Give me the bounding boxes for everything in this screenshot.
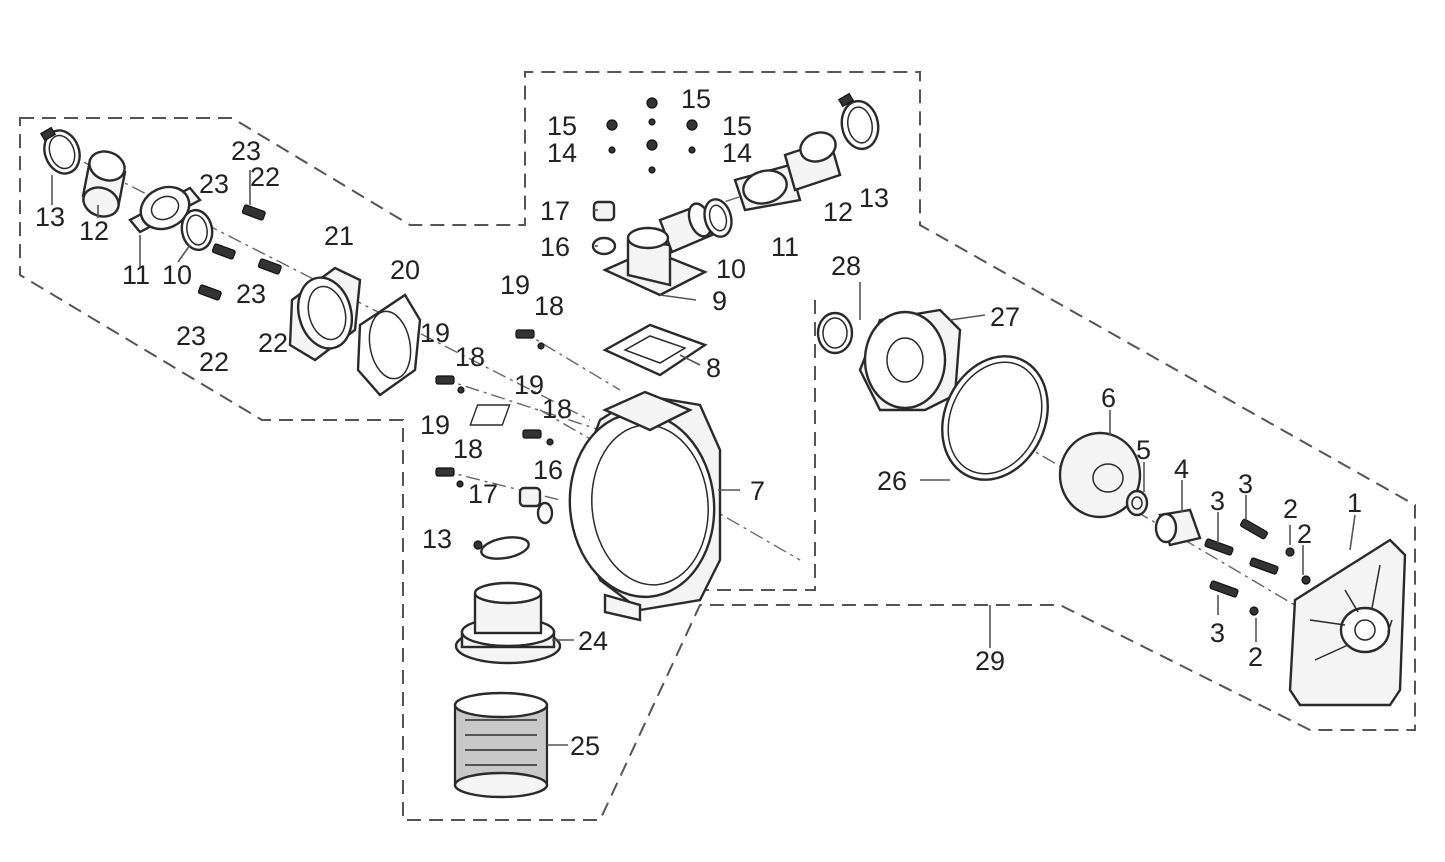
oring-left	[180, 208, 214, 252]
callout-23-a: 23	[231, 136, 261, 166]
callout-21: 21	[324, 221, 354, 251]
bolts-3-2	[1204, 518, 1311, 616]
callout-3-bottom: 3	[1210, 618, 1225, 648]
callout-18-b: 18	[455, 342, 485, 372]
callout-19-b: 19	[420, 318, 450, 348]
callout-13-right: 13	[859, 183, 889, 213]
callout-7: 7	[750, 476, 765, 506]
hose-clamp-13-bottom	[473, 536, 530, 560]
callout-20: 20	[390, 255, 420, 285]
callout-12-right: 12	[823, 197, 853, 227]
callout-15-top: 15	[681, 84, 711, 114]
plug-17-side	[518, 486, 554, 525]
seal-16-top	[591, 236, 617, 256]
callout-18-a: 18	[534, 291, 564, 321]
impeller-6	[1058, 431, 1142, 519]
oring-28	[816, 311, 854, 355]
callout-3-top: 3	[1238, 469, 1253, 499]
callout-22-c: 22	[258, 328, 288, 358]
callout-14-left: 14	[547, 138, 577, 168]
callout-19-c: 19	[514, 370, 544, 400]
callout-labels: 13 12 11 10 23 23 22 23 23 22 22 21 20 1…	[35, 84, 1362, 761]
callout-4: 4	[1174, 454, 1189, 484]
oring-26	[941, 355, 1049, 481]
callout-24: 24	[578, 626, 608, 656]
gasket-20	[356, 293, 422, 397]
callout-10-left: 10	[162, 260, 192, 290]
hose-clamp-left	[39, 126, 81, 175]
discharge-elbow-9	[602, 202, 714, 297]
callout-13-bottom: 13	[422, 524, 452, 554]
callout-5: 5	[1136, 435, 1151, 465]
seal-5	[1125, 489, 1149, 517]
callout-1: 1	[1347, 488, 1362, 518]
pipe-flange-21	[288, 266, 362, 362]
callout-9: 9	[712, 286, 727, 316]
callout-26: 26	[877, 466, 907, 496]
callout-3-mid: 3	[1210, 486, 1225, 516]
callout-2-mid: 2	[1297, 519, 1312, 549]
callout-6: 6	[1101, 383, 1116, 413]
callout-2-top: 2	[1283, 494, 1298, 524]
callout-8: 8	[706, 353, 721, 383]
callout-27: 27	[990, 302, 1020, 332]
callout-19-a: 19	[500, 270, 530, 300]
callout-16-side: 16	[533, 455, 563, 485]
hose-nipple-right-12	[783, 131, 842, 192]
leader-lines	[51, 170, 1356, 746]
callout-15-left: 15	[547, 111, 577, 141]
callout-28: 28	[831, 251, 861, 281]
callout-15-right: 15	[722, 111, 752, 141]
callout-11-right: 11	[771, 232, 799, 262]
hose-clamp-right-13	[837, 92, 880, 151]
gasket-8	[602, 323, 708, 377]
bolt-axis-lines	[439, 329, 621, 501]
callout-22-a: 22	[250, 162, 280, 192]
callout-23-b: 23	[199, 169, 229, 199]
callout-10-right: 10	[716, 254, 746, 284]
callout-23-c: 23	[236, 279, 266, 309]
callout-18-d: 18	[453, 434, 483, 464]
plug-17-top	[592, 200, 616, 222]
bolts-19-18	[435, 329, 554, 488]
callout-29: 29	[975, 646, 1005, 676]
callout-25: 25	[570, 731, 600, 761]
hose-nipple-left	[81, 150, 127, 218]
volute-casing-27	[858, 308, 962, 412]
oring-10-right	[703, 198, 733, 238]
pump-housing-7	[469, 390, 722, 622]
callout-19-d: 19	[420, 410, 450, 440]
left-group-boundary	[19, 71, 1416, 821]
suction-fitting-24	[454, 581, 562, 665]
casing-group-boundary	[700, 300, 816, 591]
callout-12-left: 12	[79, 216, 109, 246]
flange-left	[128, 185, 202, 234]
callout-13-left: 13	[35, 202, 65, 232]
strainer-25	[453, 691, 549, 799]
callout-2-bottom: 2	[1248, 642, 1263, 672]
bolts-22-23	[197, 204, 282, 301]
screws-15-14	[606, 97, 698, 174]
flange-right-11	[733, 163, 802, 212]
callout-23-d: 23	[176, 321, 206, 351]
engine-cover-1	[1288, 538, 1407, 707]
mechanical-seal-4	[1154, 508, 1202, 547]
callout-16-top: 16	[540, 232, 570, 262]
main-axis-line	[539, 409, 801, 561]
callout-17-side: 17	[468, 479, 498, 509]
callout-18-c: 18	[542, 394, 572, 424]
callout-17-top: 17	[540, 196, 570, 226]
callout-11-left: 11	[122, 260, 150, 290]
callout-22-b: 22	[199, 347, 229, 377]
callout-14-right: 14	[722, 138, 752, 168]
